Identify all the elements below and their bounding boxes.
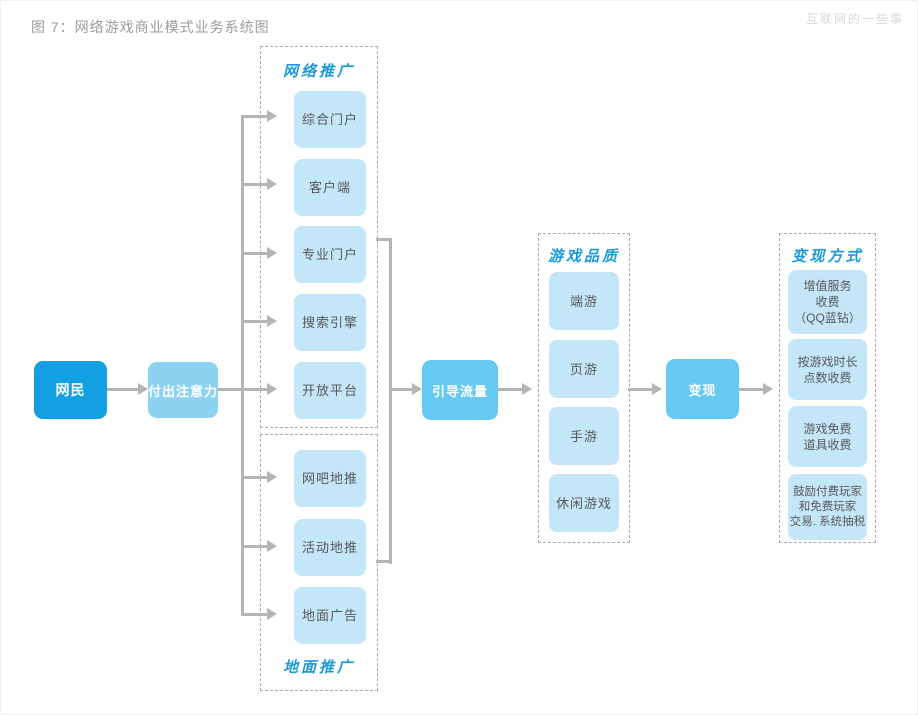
group-game-quality-label: 游戏品质 — [547, 247, 620, 265]
collector-stub-bottom — [376, 560, 392, 563]
connector-line — [242, 476, 267, 479]
box-netbar-promo: 网吧地推 — [294, 450, 366, 507]
arrow-head-icon — [267, 608, 277, 620]
page-title: 图 7：网络游戏商业模式业务系统图 — [31, 19, 270, 35]
arrow-head-icon — [267, 178, 277, 190]
box-mobile-game: 手游 — [549, 407, 619, 465]
collector-trunk-line — [389, 238, 392, 564]
connector-line — [242, 115, 267, 118]
watermark: 互联网的一些事 — [805, 12, 904, 26]
box-client: 客户端 — [294, 159, 366, 216]
arrow-head-icon — [267, 315, 277, 327]
arrow-head-icon — [267, 471, 277, 483]
connector-line — [242, 545, 267, 548]
box-portal: 综合门户 — [294, 91, 366, 148]
arrow-head-icon — [267, 110, 277, 122]
arrow-head-icon — [267, 383, 277, 395]
connector-line — [242, 252, 267, 255]
arrow-head-icon — [138, 383, 148, 395]
group-game-quality: 游戏品质 端游 页游 手游 休闲游戏 — [538, 233, 630, 543]
arrow-head-icon — [267, 247, 277, 259]
connector-line — [242, 388, 267, 391]
node-monetize: 变现 — [666, 359, 739, 419]
arrow-head-icon — [412, 383, 422, 395]
arrow-head-icon — [267, 540, 277, 552]
group-ground-promotion-label: 地面推广 — [282, 658, 355, 676]
connector-line — [739, 388, 763, 391]
box-open-platform: 开放平台 — [294, 362, 366, 419]
box-web-game: 页游 — [549, 340, 619, 398]
group-monetization-methods-label: 变现方式 — [791, 247, 864, 265]
arrow-head-icon — [763, 383, 773, 395]
group-online-promotion: 网络推广 综合门户 客户端 专业门户 搜索引擎 开放平台 — [260, 46, 378, 428]
box-trade-tax: 鼓励付费玩家 和免费玩家 交易. 系统抽税 — [788, 474, 867, 540]
box-search-engine: 搜索引擎 — [294, 294, 366, 351]
box-event-promo: 活动地推 — [294, 519, 366, 576]
connector-line — [107, 388, 138, 391]
connector-line — [242, 320, 267, 323]
box-pc-game: 端游 — [549, 272, 619, 330]
node-pay-attention: 付出注意力 — [148, 362, 218, 418]
box-time-point-fee: 按游戏时长 点数收费 — [788, 339, 867, 400]
group-monetization-methods: 变现方式 增值服务 收费 （QQ蓝钻） 按游戏时长 点数收费 游戏免费 道具收费… — [779, 233, 876, 543]
group-ground-promotion: 网吧地推 活动地推 地面广告 地面推广 — [260, 434, 378, 691]
connector-line — [242, 183, 267, 186]
group-online-promotion-label: 网络推广 — [282, 62, 355, 80]
node-netizen: 网民 — [34, 361, 107, 419]
box-vertical-portal: 专业门户 — [294, 226, 366, 283]
connector-line — [392, 388, 412, 391]
box-ground-ads: 地面广告 — [294, 587, 366, 644]
connector-line — [218, 388, 244, 391]
arrow-head-icon — [652, 383, 662, 395]
collector-stub-top — [376, 238, 392, 241]
connector-line — [242, 613, 267, 616]
connector-line — [498, 388, 522, 391]
node-guide-traffic: 引导流量 — [422, 360, 498, 420]
box-casual-game: 休闲游戏 — [549, 474, 619, 532]
box-item-fee: 游戏免费 道具收费 — [788, 406, 867, 467]
arrow-head-icon — [522, 383, 532, 395]
box-value-added-fee: 增值服务 收费 （QQ蓝钻） — [788, 270, 867, 334]
branch-trunk-line — [241, 115, 244, 616]
connector-line — [628, 388, 652, 391]
